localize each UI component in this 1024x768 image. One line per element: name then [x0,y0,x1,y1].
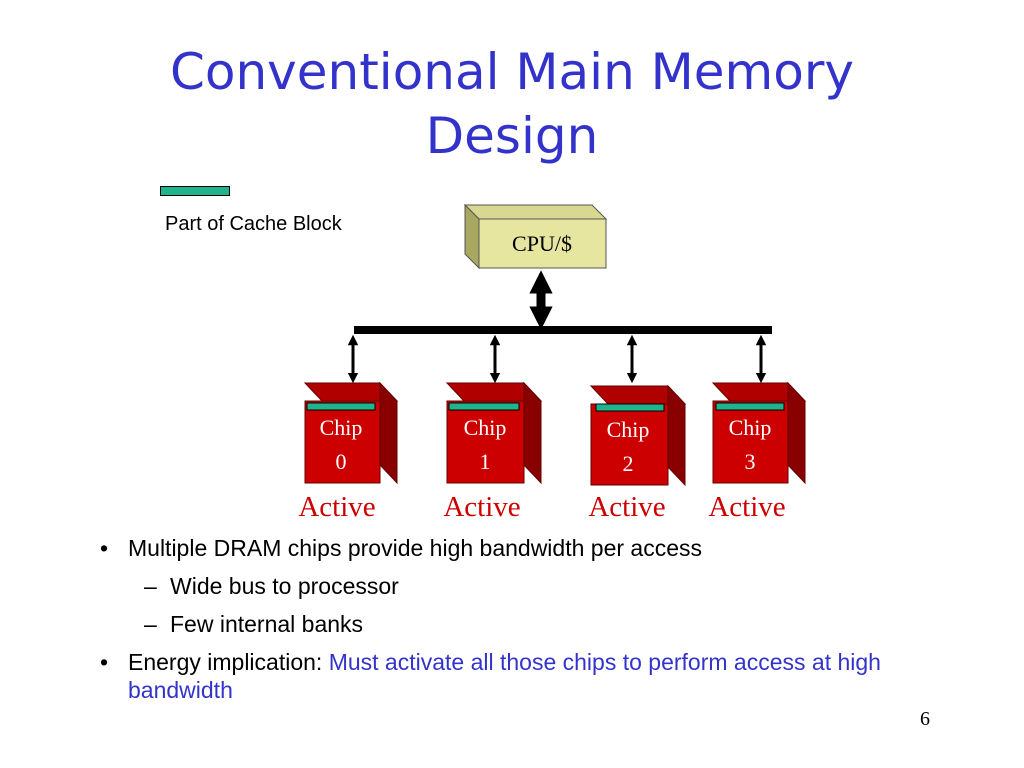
chip-2-label-line1: Chip [607,417,650,442]
sub-bullet-dash: – [144,573,157,599]
title-line-1: Conventional Main Memory [169,43,855,101]
cpu-cache-box: CPU/$ [463,203,608,270]
chip-2: Chip 2 [589,384,687,487]
bullet-dot: • [100,535,109,561]
cache-block-legend-swatch [160,186,230,196]
chip-3-label-line2: 3 [745,449,756,474]
sub-bullet-item: – Few internal banks [100,610,980,638]
cache-block-legend-label: Part of Cache Block [165,213,342,235]
chip-1: Chip 1 [445,381,543,485]
bullet-item: • Energy implication: Must activate all … [100,648,980,704]
bullet-list: • Multiple DRAM chips provide high bandw… [100,534,980,714]
chip-1-status: Active [443,491,520,523]
chip-2-status: Active [588,491,665,523]
page-number: 6 [920,708,930,730]
chip-3: Chip 3 [711,381,807,485]
chip-0-cache-block [306,402,376,411]
chip-2-cache-block [595,403,665,412]
chip-1-label-line2: 1 [480,449,491,474]
slide-title: Conventional Main Memory Design [0,40,1024,168]
bullet-dot: • [100,649,109,675]
chip-3-status: Active [708,491,785,523]
sub-bullet-text: Wide bus to processor [170,573,399,599]
bullet-item: • Multiple DRAM chips provide high bandw… [100,534,980,562]
bullet-text: Energy implication: [128,649,329,675]
sub-bullet-text: Few internal banks [170,611,364,637]
bullet-text: Multiple DRAM chips provide high bandwid… [128,535,703,561]
chip-0-label-line1: Chip [320,415,363,440]
title-line-2: Design [425,107,599,165]
sub-bullet-dash: – [144,611,157,637]
chip-2-label-line2: 2 [623,451,634,476]
chip-3-cache-block [715,402,785,411]
chip-0-status: Active [298,491,375,523]
chip-0-label-line2: 0 [336,449,347,474]
memory-bus [354,326,772,334]
sub-bullet-item: – Wide bus to processor [100,572,980,600]
chip-0: Chip 0 [303,381,399,485]
chip-3-label-line1: Chip [729,415,772,440]
cpu-label: CPU/$ [512,231,572,256]
bullet-emphasis: Must activate all those chips to perform… [128,649,881,703]
chip-1-cache-block [448,402,520,411]
chip-1-label-line1: Chip [464,415,507,440]
